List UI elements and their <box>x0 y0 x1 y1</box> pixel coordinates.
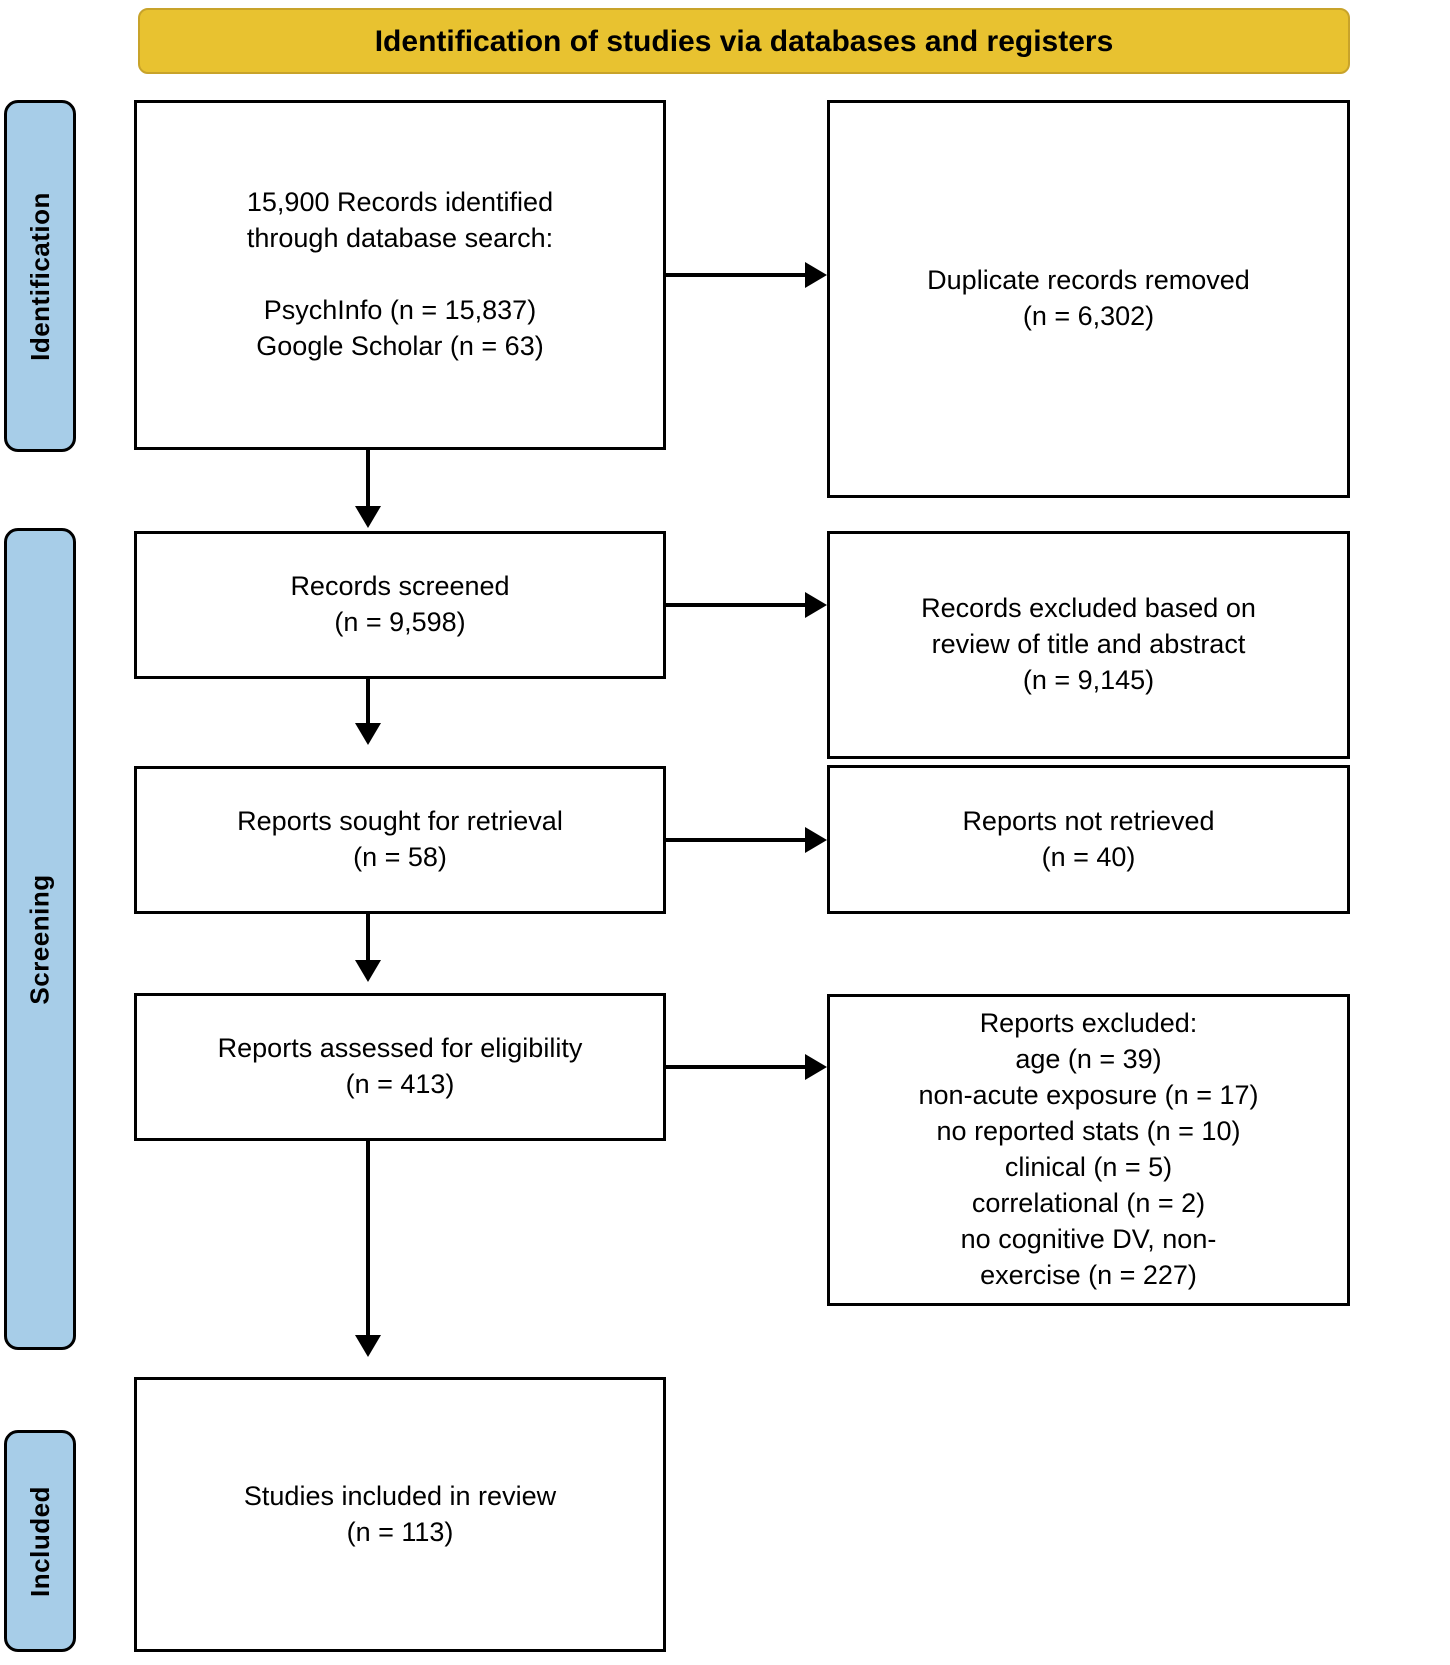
stage-label-screening: Screening <box>4 528 76 1350</box>
connector-assessed-to-included <box>366 1141 370 1337</box>
stage-label-screening-text: Screening <box>24 873 55 1005</box>
stage-label-identification-text: Identification <box>24 191 55 361</box>
arrowhead-sought-to-notretrieved <box>805 827 827 853</box>
stage-label-included: Included <box>4 1430 76 1652</box>
diagram-title: Identification of studies via databases … <box>374 24 1114 58</box>
arrowhead-identified-to-screened <box>355 506 381 528</box>
arrowhead-screened-to-excluded <box>805 592 827 618</box>
box-reports-not-retrieved-text: Reports not retrieved (n = 40) <box>962 805 1215 872</box>
box-reports-not-retrieved: Reports not retrieved (n = 40) <box>827 765 1350 914</box>
box-reports-excluded: Reports excluded: age (n = 39) non-acute… <box>827 994 1350 1306</box>
arrowhead-assessed-to-included <box>355 1335 381 1357</box>
stage-label-identification: Identification <box>4 100 76 452</box>
box-records-screened-text: Records screened (n = 9,598) <box>290 571 510 637</box>
box-records-excluded-title-abstract: Records excluded based on review of titl… <box>827 531 1350 759</box>
box-records-identified-text: 15,900 Records identified through databa… <box>246 187 554 361</box>
connector-screened-to-sought <box>366 679 370 725</box>
box-records-excluded-title-abstract-text: Records excluded based on review of titl… <box>921 593 1256 695</box>
arrowhead-assessed-to-excluded <box>805 1054 827 1080</box>
box-reports-assessed-for-eligibility-text: Reports assessed for eligibility (n = 41… <box>217 1033 583 1099</box>
diagram-header-banner: Identification of studies via databases … <box>138 8 1350 74</box>
arrowhead-sought-to-assessed <box>355 960 381 982</box>
box-reports-sought-for-retrieval: Reports sought for retrieval (n = 58) <box>134 766 666 914</box>
connector-sought-to-notretrieved <box>666 838 806 842</box>
box-reports-assessed-for-eligibility: Reports assessed for eligibility (n = 41… <box>134 993 666 1141</box>
connector-sought-to-assessed <box>366 914 370 962</box>
box-duplicate-records-removed: Duplicate records removed (n = 6,302) <box>827 100 1350 498</box>
box-reports-sought-for-retrieval-text: Reports sought for retrieval (n = 58) <box>237 806 563 872</box>
stage-label-included-text: Included <box>24 1485 55 1597</box>
arrowhead-screened-to-sought <box>355 723 381 745</box>
box-duplicate-records-removed-text: Duplicate records removed (n = 6,302) <box>927 265 1250 331</box>
box-reports-excluded-text: Reports excluded: age (n = 39) non-acute… <box>918 1008 1259 1290</box>
box-studies-included-in-review: Studies included in review (n = 113) <box>134 1377 666 1652</box>
box-studies-included-in-review-text: Studies included in review (n = 113) <box>243 1480 557 1547</box>
connector-screened-to-excluded <box>666 603 806 607</box>
connector-identified-to-screened <box>366 450 370 508</box>
connector-assessed-to-excluded <box>666 1065 806 1069</box>
connector-identified-to-duplicates <box>666 273 806 277</box>
box-records-identified: 15,900 Records identified through databa… <box>134 100 666 450</box>
arrowhead-identified-to-duplicates <box>805 262 827 288</box>
box-records-screened: Records screened (n = 9,598) <box>134 531 666 679</box>
